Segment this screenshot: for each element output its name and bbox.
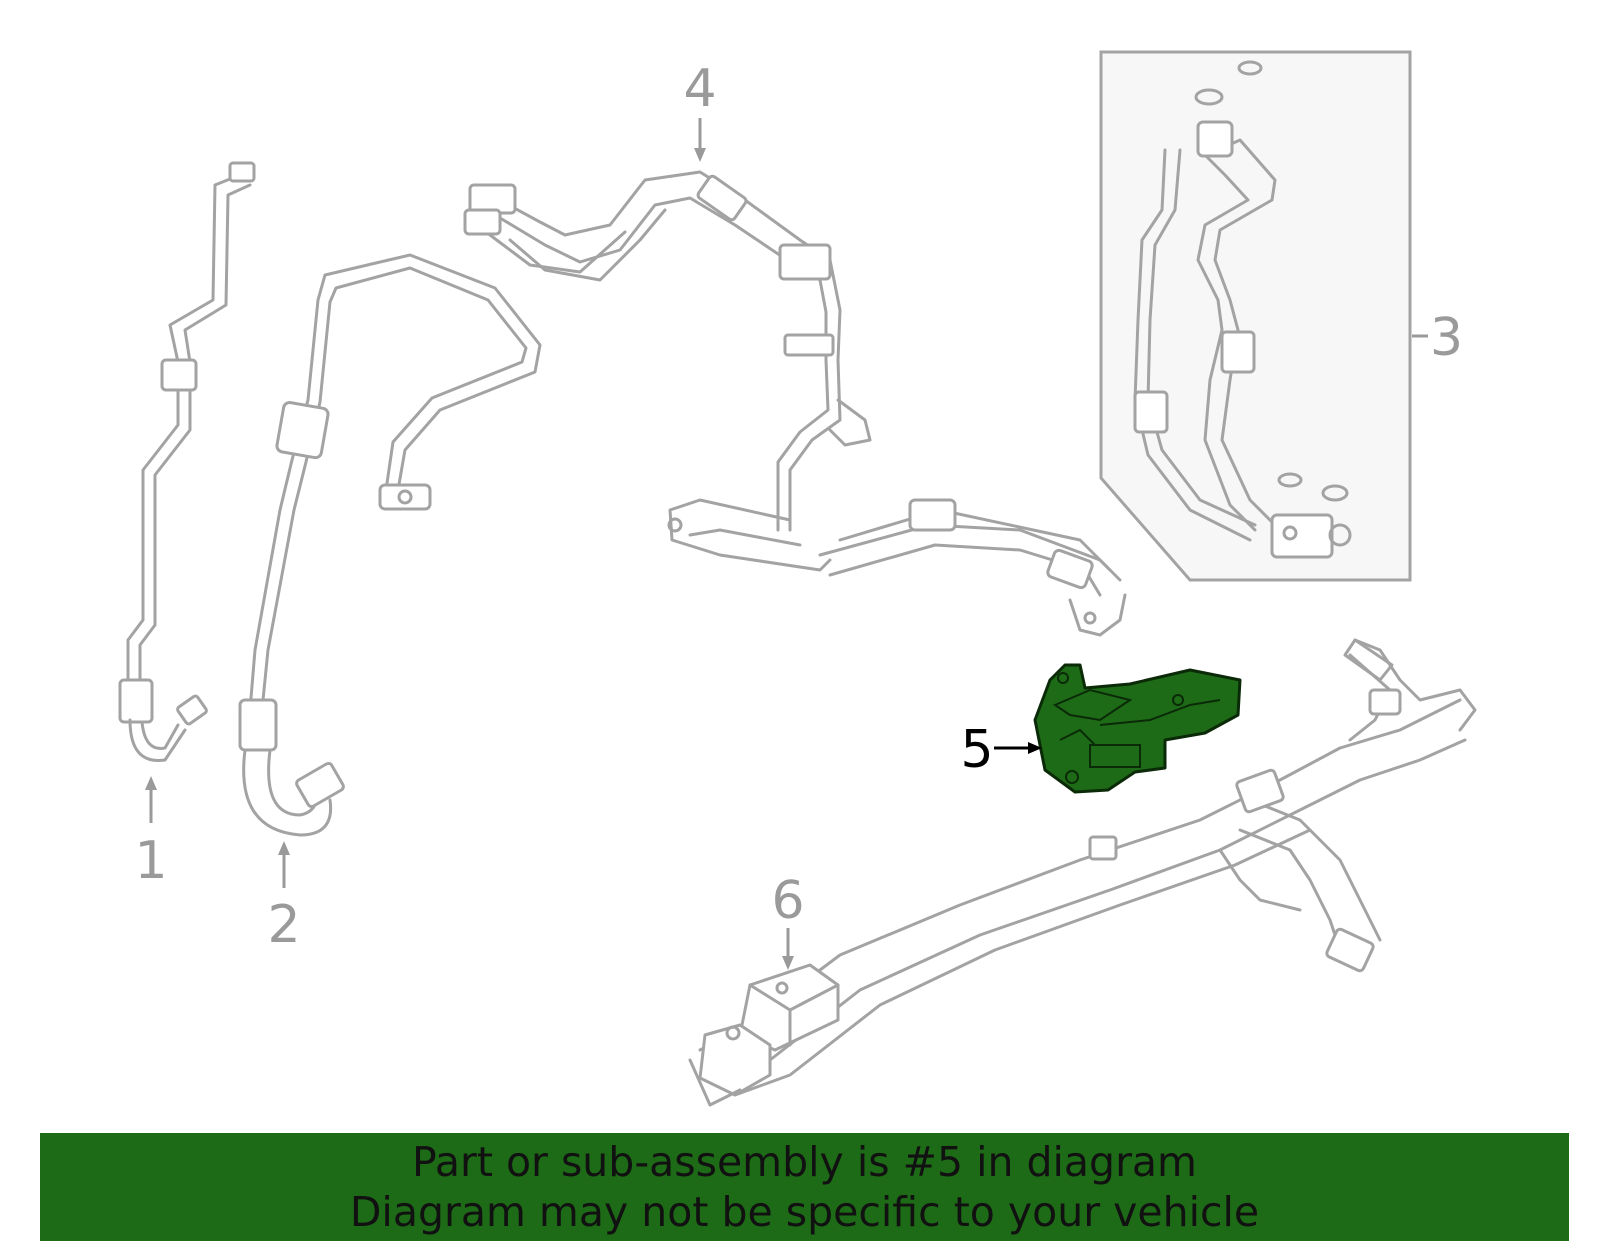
callout-4-label: 4 [683,59,716,119]
callout-3-label: 3 [1430,308,1463,368]
callout-6-label: 6 [771,871,804,931]
callout-5-label: 5 [960,720,993,780]
banner-line-1: Part or sub-assembly is #5 in diagram [412,1138,1197,1186]
part-1-line[interactable] [118,161,256,762]
callout-4: 4 [683,59,717,162]
callout-3: 3 [1412,308,1463,368]
part-5-highlighted[interactable] [1033,663,1242,794]
callout-2: 2 [267,841,301,955]
part-2-hose[interactable] [238,253,542,837]
callout-6: 6 [771,871,805,970]
callout-2-label: 2 [267,895,300,955]
part-4-line-assembly[interactable] [463,170,1127,637]
callout-1: 1 [134,776,168,891]
banner-line-2: Diagram may not be specific to your vehi… [349,1188,1260,1236]
callout-1-label: 1 [134,831,167,891]
info-banner: Part or sub-assembly is #5 in diagram Di… [40,1133,1569,1241]
callout-5: 5 [960,720,1042,780]
part-3-kit[interactable] [1099,50,1412,582]
part-6-line-assembly[interactable] [688,638,1477,1107]
